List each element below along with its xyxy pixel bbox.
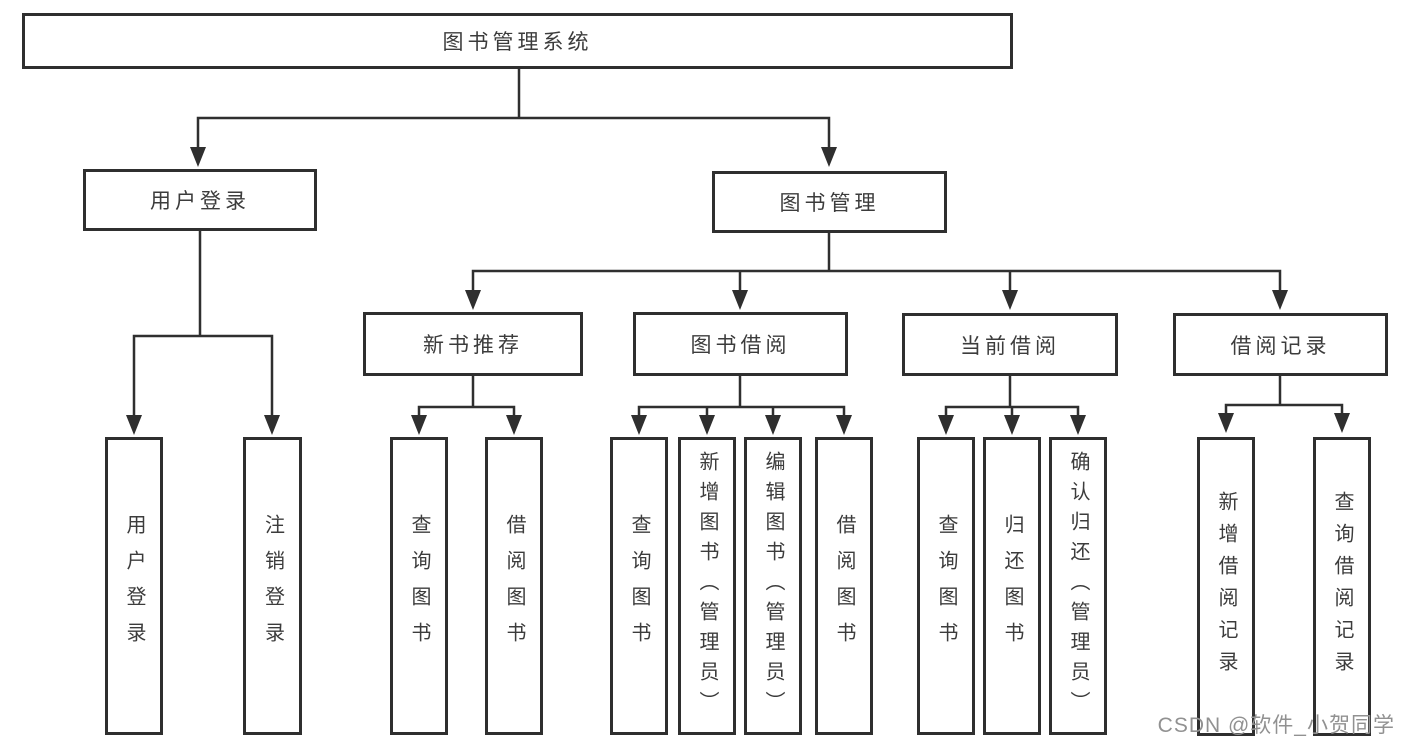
node-new-book-recommend: 新书推荐 (363, 312, 583, 376)
leaf-query-books-current: 查询图书 (917, 437, 975, 735)
leaf-query-books-recommend: 查询图书 (390, 437, 448, 735)
leaf-query-borrow-record: 查询借阅记录 (1313, 437, 1371, 736)
arrowhead (190, 147, 206, 167)
node-borrowing-records: 借阅记录 (1173, 313, 1388, 376)
leaf-logout: 注销登录 (243, 437, 302, 735)
leaf-add-borrow-record: 新增借阅记录 (1197, 437, 1255, 736)
leaf-return-book: 归还图书 (983, 437, 1041, 735)
node-book-borrowing: 图书借阅 (633, 312, 848, 376)
leaf-edit-book-admin: 编辑图书（管理员） (744, 437, 802, 735)
leaf-query-books-borrow: 查询图书 (610, 437, 668, 735)
arrowhead (821, 147, 837, 167)
csdn-watermark: CSDN @软件_小贺同学 (1157, 714, 1395, 737)
node-root-library-system: 图书管理系统 (22, 13, 1013, 69)
leaf-user-login: 用户登录 (105, 437, 163, 735)
node-user-login: 用户登录 (83, 169, 317, 231)
leaf-confirm-return-admin: 确认归还（管理员） (1049, 437, 1107, 735)
leaf-add-book-admin: 新增图书（管理员） (678, 437, 736, 735)
node-book-management: 图书管理 (712, 171, 947, 233)
leaf-borrow-books-recommend: 借阅图书 (485, 437, 543, 735)
leaf-borrow-books: 借阅图书 (815, 437, 873, 735)
node-current-borrowing: 当前借阅 (902, 313, 1118, 376)
